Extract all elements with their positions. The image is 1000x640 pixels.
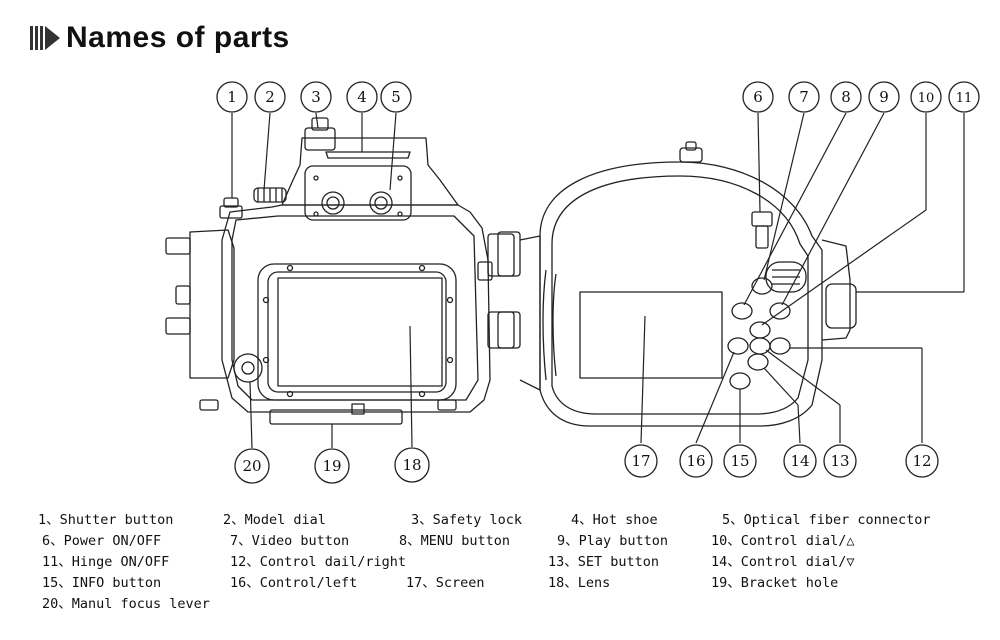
legend-item-1: 1、Shutter button bbox=[38, 512, 174, 528]
svg-text:20: 20 bbox=[242, 457, 261, 475]
legend-row: 1、Shutter button 2、Model dial 3、Safety l… bbox=[0, 508, 1000, 529]
callout-18: 18 bbox=[394, 447, 430, 483]
callout-16: 16 bbox=[679, 444, 713, 478]
legend-row: 20、Manul focus lever bbox=[0, 592, 1000, 613]
callout-6: 6 bbox=[742, 81, 774, 113]
legend-item-3: 3、Safety lock bbox=[411, 512, 523, 528]
svg-text:10: 10 bbox=[918, 91, 935, 106]
svg-text:16: 16 bbox=[686, 452, 705, 470]
svg-text:19: 19 bbox=[322, 457, 341, 475]
callout-17: 17 bbox=[624, 444, 658, 478]
legend-item-11: 11、Hinge ON/OFF bbox=[42, 554, 170, 570]
legend-row: 6、Power ON/OFF 7、Video button 8、MENU but… bbox=[0, 529, 1000, 550]
svg-text:15: 15 bbox=[730, 452, 749, 470]
callout-12: 12 bbox=[905, 444, 939, 478]
legend-item-16: 16、Control/left bbox=[230, 575, 358, 591]
legend-item-8: 8、MENU button bbox=[399, 533, 511, 549]
svg-text:11: 11 bbox=[956, 91, 973, 106]
legend-item-13: 13、SET button bbox=[548, 554, 660, 570]
legend-item-10: 10、Control dial/△ bbox=[711, 533, 855, 549]
callout-14: 14 bbox=[783, 444, 817, 478]
svg-text:12: 12 bbox=[912, 452, 931, 470]
legend-item-6: 6、Power ON/OFF bbox=[42, 533, 162, 549]
parts-legend: 1、Shutter button 2、Model dial 3、Safety l… bbox=[0, 508, 1000, 613]
callout-20: 20 bbox=[234, 448, 270, 484]
legend-item-18: 18、Lens bbox=[548, 575, 611, 591]
callouts: 1 2 3 4 5 6 7 8 9 10 11 12 13 14 15 16 1… bbox=[216, 81, 980, 484]
legend-item-17: 17、Screen bbox=[406, 575, 485, 591]
legend-row: 15、INFO button 16、Control/left 17、Screen… bbox=[0, 571, 1000, 592]
svg-text:8: 8 bbox=[841, 88, 851, 106]
callout-5: 5 bbox=[380, 81, 412, 113]
svg-text:1: 1 bbox=[227, 88, 237, 106]
svg-text:9: 9 bbox=[879, 88, 889, 106]
legend-item-12: 12、Control dail/right bbox=[230, 554, 407, 570]
svg-text:5: 5 bbox=[391, 88, 401, 106]
legend-item-14: 14、Control dial/▽ bbox=[711, 554, 855, 570]
callout-19: 19 bbox=[314, 448, 350, 484]
page-title: Names of parts bbox=[66, 21, 290, 54]
svg-text:6: 6 bbox=[753, 88, 763, 106]
callout-11: 11 bbox=[948, 81, 980, 113]
housing-front-view bbox=[165, 117, 515, 425]
legend-item-15: 15、INFO button bbox=[42, 575, 162, 591]
callout-9: 9 bbox=[868, 81, 900, 113]
svg-text:17: 17 bbox=[631, 452, 650, 470]
legend-item-2: 2、Model dial bbox=[223, 512, 326, 528]
svg-text:4: 4 bbox=[357, 88, 367, 106]
legend-item-20: 20、Manul focus lever bbox=[42, 596, 210, 612]
callout-1: 1 bbox=[216, 81, 248, 113]
svg-text:14: 14 bbox=[790, 452, 809, 470]
leader-lines bbox=[231, 112, 965, 449]
svg-text:3: 3 bbox=[311, 88, 321, 106]
title-marker-icon bbox=[30, 26, 60, 50]
svg-text:7: 7 bbox=[799, 88, 809, 106]
legend-row: 11、Hinge ON/OFF 12、Control dail/right 13… bbox=[0, 550, 1000, 571]
legend-item-9: 9、Play button bbox=[557, 533, 669, 549]
callout-2: 2 bbox=[254, 81, 286, 113]
svg-text:2: 2 bbox=[265, 88, 275, 106]
callout-3: 3 bbox=[300, 81, 332, 113]
svg-text:18: 18 bbox=[402, 456, 421, 474]
svg-text:13: 13 bbox=[830, 452, 849, 470]
callout-7: 7 bbox=[788, 81, 820, 113]
housing-diagram: 1 2 3 4 5 6 7 8 9 10 11 12 13 14 15 16 1… bbox=[165, 81, 980, 484]
callout-4: 4 bbox=[346, 81, 378, 113]
legend-item-7: 7、Video button bbox=[230, 533, 350, 549]
legend-item-5: 5、Optical fiber connector bbox=[722, 512, 931, 528]
control-buttons bbox=[727, 277, 791, 390]
callout-15: 15 bbox=[723, 444, 757, 478]
legend-item-19: 19、Bracket hole bbox=[711, 575, 839, 591]
legend-item-4: 4、Hot shoe bbox=[571, 512, 658, 528]
title-block: Names of parts bbox=[30, 18, 290, 58]
callout-8: 8 bbox=[830, 81, 862, 113]
callout-13: 13 bbox=[823, 444, 857, 478]
callout-10: 10 bbox=[910, 81, 942, 113]
housing-back-view bbox=[497, 141, 857, 427]
